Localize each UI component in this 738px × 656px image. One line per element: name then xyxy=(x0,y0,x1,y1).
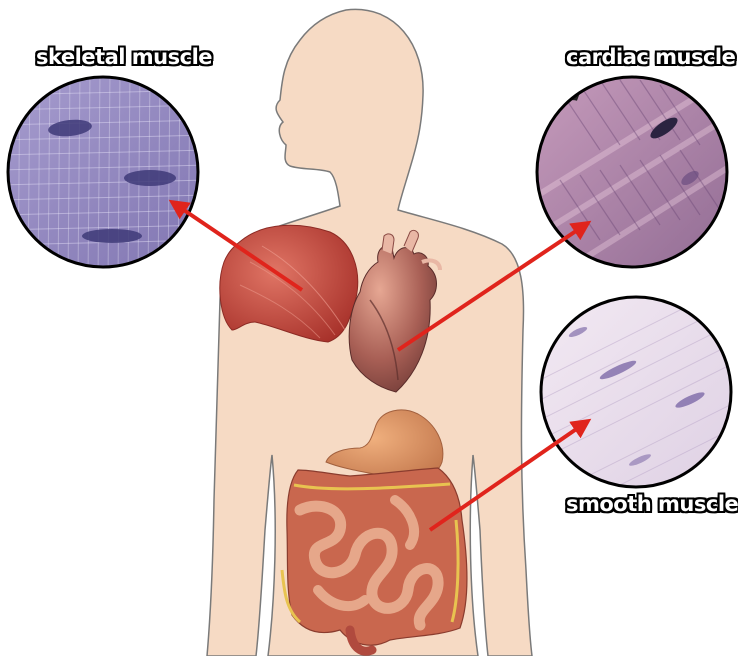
smooth-muscle-micrograph xyxy=(535,290,738,500)
skeletal-muscle-label: skeletal muscle xyxy=(36,45,212,69)
cardiac-muscle-label: cardiac muscle xyxy=(566,45,735,69)
skeletal-muscle-micrograph xyxy=(0,70,210,280)
cardiac-muscle-micrograph xyxy=(530,70,738,280)
intestines xyxy=(282,468,467,651)
smooth-muscle-label: smooth muscle xyxy=(566,492,738,516)
shoulder-muscle xyxy=(220,225,358,342)
